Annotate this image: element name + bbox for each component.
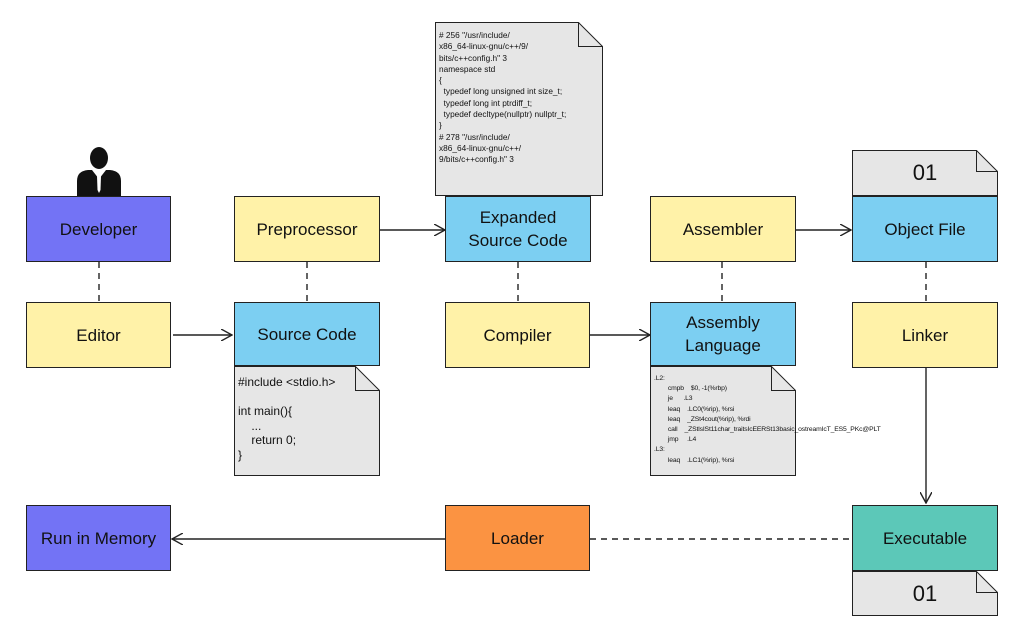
assembly-language-label: Assembly Language <box>685 313 761 355</box>
assembler-label: Assembler <box>682 219 764 239</box>
source-code-node[interactable]: Source Code <box>234 302 380 366</box>
executable-binary: 01 <box>912 580 938 606</box>
editor-label: Editor <box>76 325 121 345</box>
developer-label: Developer <box>59 219 138 239</box>
loader-label: Loader <box>491 528 544 548</box>
linker-label: Linker <box>901 325 949 345</box>
run-in-memory-label: Run in Memory <box>40 528 157 548</box>
document-shape <box>435 22 603 196</box>
preprocessor-label: Preprocessor <box>256 219 358 239</box>
expanded-source-document: # 256 "/usr/include/ x86_64-linux-gnu/c+… <box>435 22 603 196</box>
executable-document: 01 <box>852 571 998 616</box>
assembly-snippet: .L2: cmpb $0, -1(%rbp) je .L3 leaq .LC0(… <box>654 375 881 464</box>
expanded-source-snippet: # 256 "/usr/include/ x86_64-linux-gnu/c+… <box>439 30 567 165</box>
document-shape <box>234 366 380 476</box>
assembler-node[interactable]: Assembler <box>650 196 796 262</box>
object-file-node[interactable]: Object File <box>852 196 998 262</box>
assembly-document: .L2: cmpb $0, -1(%rbp) je .L3 leaq .LC0(… <box>650 366 881 476</box>
editor-node[interactable]: Editor <box>26 302 171 368</box>
preprocessor-node[interactable]: Preprocessor <box>234 196 380 262</box>
executable-node[interactable]: Executable <box>852 505 998 571</box>
source-code-label: Source Code <box>257 324 357 344</box>
run-in-memory-node[interactable]: Run in Memory <box>26 505 171 571</box>
document-shape <box>852 150 998 196</box>
executable-label: Executable <box>882 528 968 548</box>
document-shape <box>650 366 796 476</box>
object-file-document: 01 <box>852 150 998 196</box>
compiler-node[interactable]: Compiler <box>445 302 590 368</box>
compiler-label: Compiler <box>483 325 552 345</box>
expanded-source-label: Expanded Source Code <box>468 208 568 250</box>
object-binary: 01 <box>912 160 938 185</box>
developer-node[interactable]: Developer <box>26 196 171 262</box>
loader-node[interactable]: Loader <box>445 505 590 571</box>
document-shape <box>852 571 998 616</box>
object-file-label: Object File <box>884 219 966 239</box>
expanded-source-node[interactable]: Expanded Source Code <box>445 196 591 262</box>
assembly-language-node[interactable]: Assembly Language <box>650 302 796 366</box>
person-icon <box>77 147 121 196</box>
linker-node[interactable]: Linker <box>852 302 998 368</box>
source-code-document: #include <stdio.h> int main(){ ... retur… <box>234 366 380 476</box>
source-code-snippet: #include <stdio.h> int main(){ ... retur… <box>238 375 336 462</box>
